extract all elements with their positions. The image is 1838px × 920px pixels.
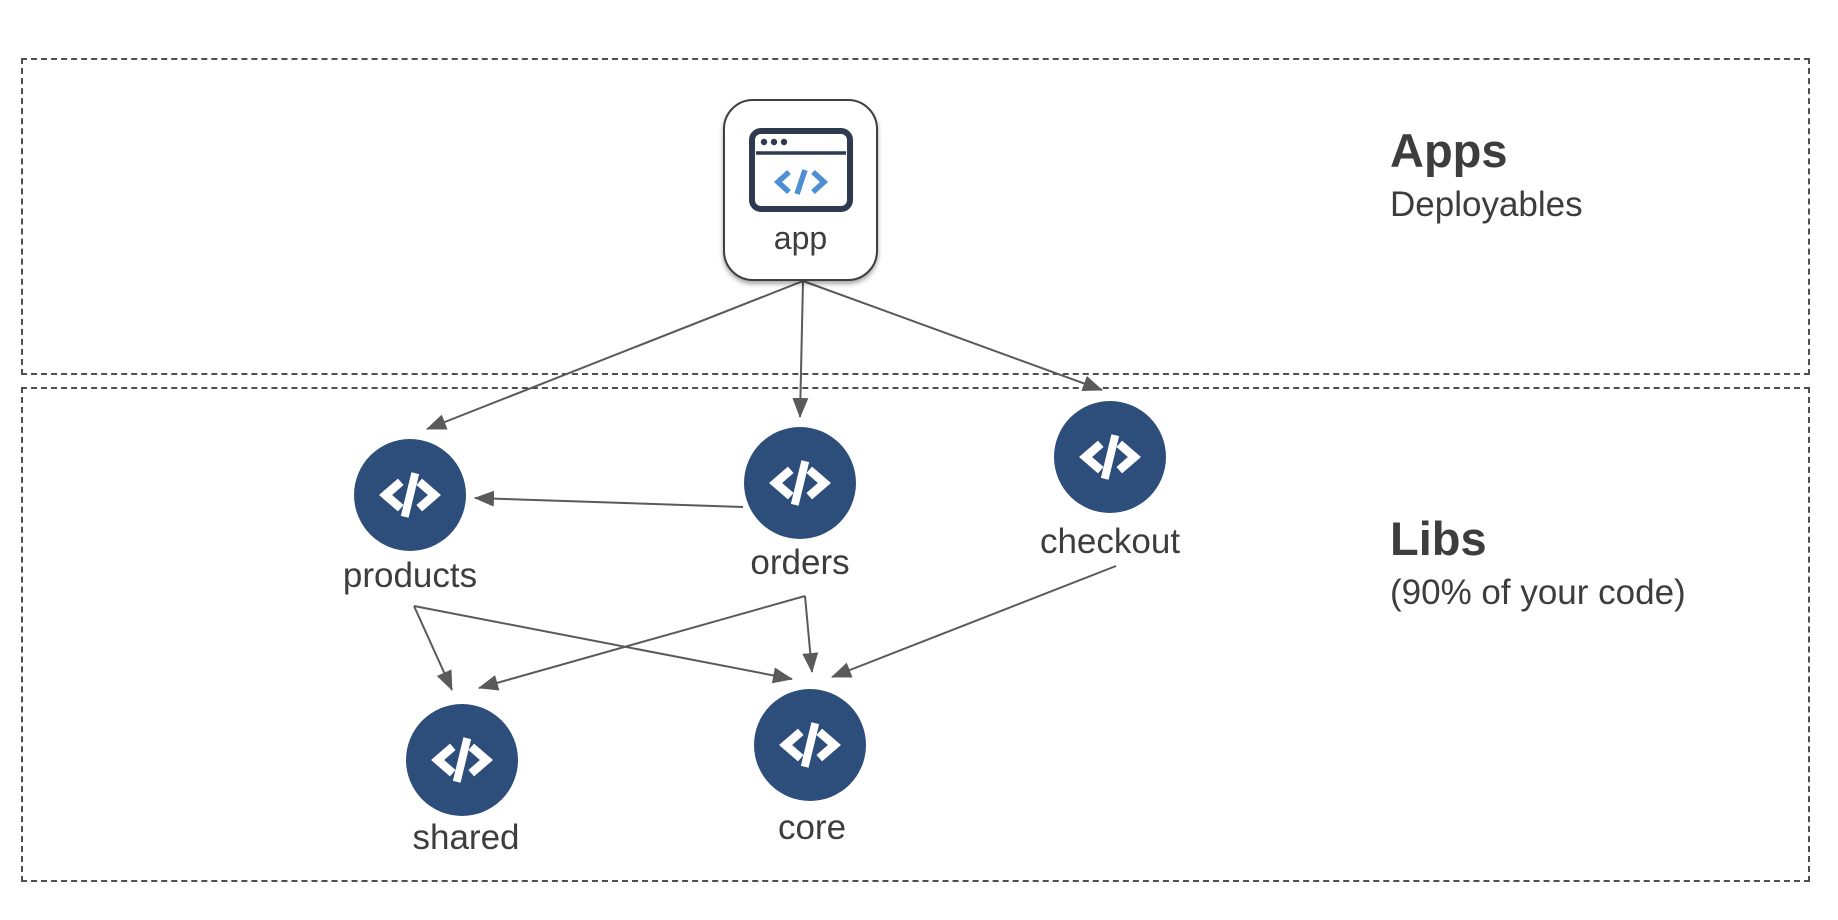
- apps-section-label: Apps Deployables: [1390, 124, 1583, 226]
- code-icon: [779, 722, 841, 768]
- node-shared: [406, 704, 518, 816]
- node-orders-label: orders: [750, 543, 850, 582]
- code-icon: [769, 460, 831, 506]
- code-icon: [1079, 434, 1141, 480]
- node-app-label: app: [773, 220, 828, 256]
- node-app: app: [723, 99, 878, 281]
- libs-section-box: [21, 387, 1810, 882]
- node-shared-label: shared: [412, 818, 520, 857]
- libs-title: Libs: [1390, 512, 1487, 565]
- node-checkout-label: checkout: [1039, 522, 1181, 561]
- apps-title: Apps: [1390, 124, 1508, 177]
- apps-subtitle: Deployables: [1390, 185, 1583, 225]
- code-icon: [379, 472, 441, 518]
- node-orders: [744, 427, 856, 539]
- node-products: [354, 439, 466, 551]
- libs-section-label: Libs (90% of your code): [1390, 512, 1686, 614]
- node-checkout: [1054, 401, 1166, 513]
- node-core-label: core: [777, 808, 847, 847]
- code-icon: [431, 737, 493, 783]
- node-products-label: products: [342, 556, 478, 595]
- libs-subtitle: (90% of your code): [1390, 573, 1686, 613]
- browser-code-icon: [748, 128, 853, 212]
- node-core: [754, 689, 866, 801]
